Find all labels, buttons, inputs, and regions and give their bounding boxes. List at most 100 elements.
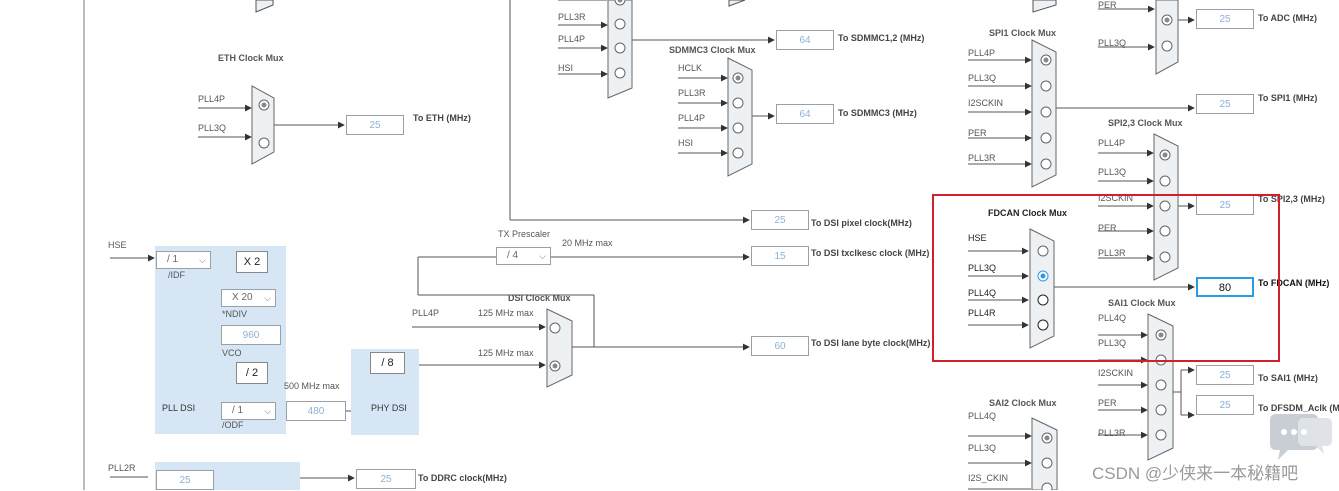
ddrc-in-field[interactable]: 25: [156, 470, 214, 490]
ddrc-input-pll2r: PLL2R: [108, 463, 136, 473]
sdmmc3-freq-field[interactable]: 64: [776, 104, 834, 124]
spi23-input-pll3q: PLL3Q: [1098, 167, 1127, 177]
fdcan-mux-shape: [1029, 228, 1055, 349]
sai2-input-pll3q: PLL3Q: [968, 443, 997, 453]
dsi-lane-freq-field[interactable]: 60: [751, 336, 809, 356]
sai1-input-pll3q: PLL3Q: [1098, 338, 1127, 348]
phy-div8-box: / 8: [370, 352, 405, 374]
sdmmc12-output-label: To SDMMC1,2 (MHz): [838, 33, 925, 43]
spi1-input-pll3r: PLL3R: [968, 153, 996, 163]
spi1-input-per: PER: [968, 128, 987, 138]
sdmmc3-input-hclk: HCLK: [678, 63, 703, 73]
spi23-input-pll4p: PLL4P: [1098, 138, 1126, 148]
eth-mux-shape: [251, 85, 275, 165]
dsi-pixel-freq-field[interactable]: 25: [751, 210, 809, 230]
eth-input-pll3q: PLL3Q: [198, 123, 227, 133]
sai2-mux-shape: [1031, 417, 1058, 490]
spi1-output-label: To SPI1 (MHz): [1258, 93, 1318, 103]
phy-dsi-label: PHY DSI: [371, 403, 407, 413]
sdmmc12-freq-field[interactable]: 64: [776, 30, 834, 50]
sai1-input-pll3r: PLL3R: [1098, 428, 1126, 438]
sai1-input-pll4q: PLL4Q: [1098, 313, 1127, 323]
fdcan-input-pll4r: PLL4R: [968, 308, 996, 318]
dsi-txclkesc-freq-field[interactable]: 15: [751, 246, 809, 266]
fdcan-freq-field[interactable]: 80: [1196, 277, 1254, 297]
dsi-mux-shape: [546, 308, 573, 388]
tx-prescaler-value: / 4: [507, 250, 519, 261]
sdmmc3-output-label: To SDMMC3 (MHz): [838, 108, 917, 118]
sdmmc3-input-hsi: HSI: [678, 138, 694, 148]
csdn-watermark: CSDN @少侠来一本秘籍吧: [1092, 464, 1299, 483]
chevron-down-icon: ⌵: [539, 251, 546, 261]
spi23-input-i2sckin: I2SCKIN: [1098, 193, 1134, 203]
max-125-label-b: 125 MHz max: [478, 348, 534, 358]
adc-output-label: To ADC (MHz): [1258, 13, 1317, 23]
dsi-mux-input-pll4p: PLL4P: [412, 308, 440, 318]
vco-freq-field[interactable]: 960: [221, 325, 281, 345]
max-20-label: 20 MHz max: [562, 238, 613, 248]
spi1-input-pll4p: PLL4P: [968, 48, 996, 58]
odf-select-value: / 1: [232, 405, 244, 416]
odf-label: /ODF: [222, 420, 244, 430]
fdcan-input-pll3q: PLL3Q: [968, 263, 997, 273]
ndiv-select-value: X 20: [232, 292, 253, 303]
chevron-down-icon: ⌵: [264, 293, 271, 303]
ndiv-label: *NDIV: [222, 309, 248, 319]
odf-select[interactable]: / 1 ⌵: [221, 402, 276, 420]
sai2-input-pll4q: PLL4Q: [968, 411, 997, 421]
dsi-hse-label: HSE: [108, 240, 127, 250]
eth-mux-title: ETH Clock Mux: [218, 53, 284, 63]
eth-output-label: To ETH (MHz): [413, 113, 471, 123]
pll-dsi-label: PLL DSI: [162, 403, 196, 413]
sdmmc12-input-pll4p: PLL4P: [558, 34, 586, 44]
spi23-freq-field[interactable]: 25: [1196, 195, 1254, 215]
chat-bubble-icon: [1270, 414, 1332, 460]
sdmmc12-input-pll3r: PLL3R: [558, 12, 586, 22]
idf-select[interactable]: / 1⌵: [156, 251, 211, 269]
sai1-output-label: To SAI1 (MHz): [1258, 373, 1318, 383]
chevron-down-icon: ⌵: [264, 406, 271, 416]
fdcan-input-hse: HSE: [968, 233, 987, 243]
tx-prescaler-label: TX Prescaler: [498, 229, 551, 239]
sdmmc3-input-pll3r: PLL3R: [678, 88, 706, 98]
spi1-freq-field[interactable]: 25: [1196, 94, 1254, 114]
spi1-input-i2sckin: I2SCKIN: [968, 98, 1004, 108]
vco-label: VCO: [222, 348, 242, 358]
sdmmc12-input-hsi: HSI: [558, 63, 574, 73]
sai2-mux-title: SAI2 Clock Mux: [989, 398, 1057, 408]
tx-prescaler-select[interactable]: / 4 ⌵: [496, 247, 551, 265]
dfsdm-output-label: To DFSDM_Aclk (M: [1258, 403, 1339, 413]
fdcan-output-label: To FDCAN (MHz): [1258, 278, 1330, 288]
spi23-output-label: To SPI2,3 (MHz): [1258, 194, 1325, 204]
max-500-label: 500 MHz max: [284, 381, 340, 391]
spi23-mux-title: SPI2,3 Clock Mux: [1108, 118, 1183, 128]
sai1-input-per: PER: [1098, 398, 1117, 408]
sai1-mux-title: SAI1 Clock Mux: [1108, 298, 1176, 308]
sai1-freq-field[interactable]: 25: [1196, 365, 1254, 385]
dfsdm-freq-field[interactable]: 25: [1196, 395, 1254, 415]
spi23-input-pll3r: PLL3R: [1098, 248, 1126, 258]
eth-input-pll4p: PLL4P: [198, 94, 226, 104]
ddrc-output-label: To DDRC clock(MHz): [418, 473, 507, 483]
eth-freq-field[interactable]: 25: [346, 115, 404, 135]
adc-mux-shape: [1155, 0, 1179, 75]
ddrc-freq-field[interactable]: 25: [356, 469, 416, 489]
max-125-label-a: 125 MHz max: [478, 308, 534, 318]
idf-label: /IDF: [168, 270, 185, 280]
fdcan-input-pll4q: PLL4Q: [968, 288, 997, 298]
sdmmc3-input-pll4p: PLL4P: [678, 113, 706, 123]
sai1-input-i2sckin: I2SCKIN: [1098, 368, 1134, 378]
sai2-input-i2s-ckin: I2S_CKIN: [968, 473, 1009, 483]
spi1-input-pll3q: PLL3Q: [968, 73, 997, 83]
chevron-down-icon: ⌵: [199, 255, 206, 265]
fdcan-highlight-box: [932, 194, 1280, 362]
spi1-mux-title: SPI1 Clock Mux: [989, 28, 1057, 38]
pll-dsi-out-field[interactable]: 480: [286, 401, 346, 421]
sdmmc3-mux-title: SDMMC3 Clock Mux: [669, 45, 756, 55]
ndiv-select[interactable]: X 20 ⌵: [221, 289, 276, 307]
adc-input-per: PER: [1098, 0, 1117, 10]
sdmmc3-mux-shape: [727, 57, 753, 177]
dsi-pixel-label: To DSI pixel clock(MHz): [811, 218, 912, 228]
adc-freq-field[interactable]: 25: [1196, 9, 1254, 29]
